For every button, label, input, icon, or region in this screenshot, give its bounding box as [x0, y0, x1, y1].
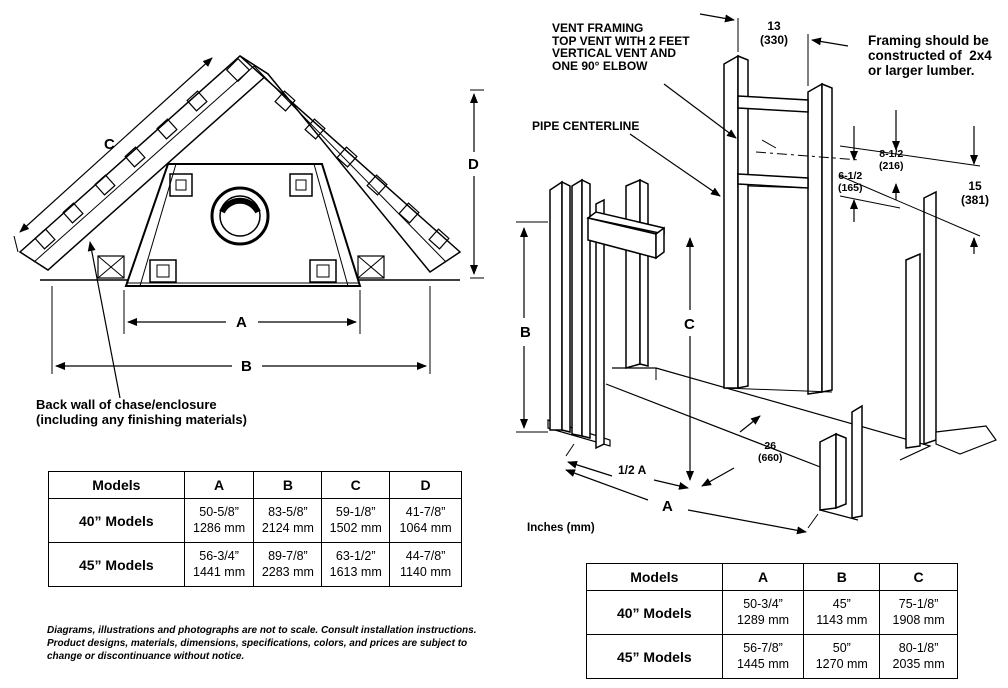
dim-26-label: 26 (660): [758, 440, 783, 465]
table-cell: 50”1270 mm: [803, 634, 881, 679]
inch-value: 50-3/4”: [743, 596, 783, 611]
mm-value: 1143 mm: [816, 612, 868, 627]
table-cell: 75-1/8”1908 mm: [879, 590, 958, 635]
table-cell: 44-7/8”1140 mm: [389, 542, 462, 587]
table-header-cell: A: [183, 471, 255, 499]
model-cell: 40” Models: [48, 498, 185, 543]
mm-value: 2124 mm: [261, 520, 314, 535]
table-cell: 59-1/8”1502 mm: [321, 498, 391, 543]
table-row: 45” Models 56-7/8”1445 mm 50”1270 mm 80-…: [586, 634, 958, 679]
table-header-row: Models A B C: [586, 563, 958, 591]
table-header-cell: Models: [48, 471, 185, 499]
dim-c-label: C: [104, 136, 115, 153]
mm-value: 1502 mm: [329, 520, 382, 535]
table-cell: 80-1/8”2035 mm: [879, 634, 958, 679]
dim-15-label: 15 (381): [961, 179, 990, 207]
inch-value: 50”: [832, 640, 851, 655]
left-dimensions-table: Models A B C D 40” Models 50-5/8”1286 mm…: [48, 471, 462, 587]
inch-value: 80-1/8”: [898, 640, 939, 655]
table-header-cell: C: [321, 471, 391, 499]
inch-value: 45”: [832, 596, 851, 611]
dim-13-label: 13 (330): [760, 19, 789, 47]
mm-value: 1613 mm: [329, 564, 382, 579]
dim-a-label: A: [236, 314, 247, 331]
back-wall-label: Back wall of chase/enclosure (including …: [36, 397, 247, 427]
table-cell: 63-1/2”1613 mm: [321, 542, 391, 587]
mm-value: 1289 mm: [736, 612, 790, 627]
model-cell: 45” Models: [48, 542, 185, 587]
mm-value: 2283 mm: [261, 564, 314, 579]
dim-8-5-label: 8-1/2 (216): [879, 148, 904, 173]
disclaimer-text: Diagrams, illustrations and photographs …: [47, 625, 477, 662]
table-header-cell: Models: [586, 563, 723, 591]
mm-value: 1908 mm: [892, 612, 945, 627]
table-header-cell: B: [253, 471, 323, 499]
right-dimensions-table: Models A B C 40” Models 50-3/4”1289 mm 4…: [586, 563, 958, 679]
mm-value: 1445 mm: [736, 656, 790, 671]
inch-value: 83-5/8”: [268, 504, 308, 519]
vent-framing-label: VENT FRAMING TOP VENT WITH 2 FEET VERTIC…: [552, 21, 690, 73]
inch-value: 50-5/8”: [199, 504, 239, 519]
floor-plate: [612, 367, 932, 461]
table-header-cell: C: [879, 563, 958, 591]
mm-value: 2035 mm: [892, 656, 945, 671]
inch-value: 41-7/8”: [405, 504, 446, 519]
framing-note: Framing should be constructed of 2x4 or …: [868, 33, 992, 78]
dim-half-a-label: 1/2 A: [618, 463, 647, 477]
table-cell: 50-5/8”1286 mm: [183, 498, 255, 543]
table-row: 40” Models 50-5/8”1286 mm 83-5/8”2124 mm…: [48, 498, 462, 543]
dim-b-label: B: [241, 358, 252, 375]
table-cell: 45”1143 mm: [803, 590, 881, 635]
pipe-centerline-label: PIPE CENTERLINE: [532, 119, 640, 133]
table-row: 40” Models 50-3/4”1289 mm 45”1143 mm 75-…: [586, 590, 958, 635]
fireplace-unit: [124, 163, 362, 287]
table-cell: 89-7/8”2283 mm: [253, 542, 323, 587]
dim-6-5-label: 6-1/2 (165): [838, 170, 863, 195]
dim-b-framing-label: B: [520, 324, 531, 341]
inch-value: 89-7/8”: [268, 548, 308, 563]
table-header-cell: A: [721, 563, 805, 591]
floor-extension: [935, 425, 997, 455]
table-cell: 41-7/8”1064 mm: [389, 498, 462, 543]
dim-a-framing-label: A: [662, 498, 673, 515]
model-cell: 40” Models: [586, 590, 723, 635]
table-header-cell: B: [803, 563, 881, 591]
model-cell: 45” Models: [586, 634, 723, 679]
units-label: Inches (mm): [527, 522, 595, 534]
mm-value: 1286 mm: [193, 520, 246, 535]
table-cell: 83-5/8”2124 mm: [253, 498, 323, 543]
mm-value: 1064 mm: [399, 520, 452, 535]
dim-c-framing-label: C: [684, 316, 695, 333]
mm-value: 1140 mm: [399, 564, 452, 579]
inch-value: 56-7/8”: [743, 640, 783, 655]
table-header-cell: D: [389, 471, 462, 499]
table-cell: 56-7/8”1445 mm: [721, 634, 805, 679]
mm-value: 1441 mm: [193, 564, 246, 579]
dim-d-label: D: [468, 156, 479, 173]
corner-plan-diagram: [13, 55, 484, 399]
inch-value: 59-1/8”: [335, 504, 376, 519]
table-cell: 50-3/4”1289 mm: [721, 590, 805, 635]
table-header-row: Models A B C D: [48, 471, 462, 499]
inch-value: 44-7/8”: [405, 548, 446, 563]
inch-value: 63-1/2”: [335, 548, 376, 563]
framing-isometric-diagram: [547, 54, 997, 521]
inch-value: 56-3/4”: [199, 548, 239, 563]
inch-value: 75-1/8”: [898, 596, 939, 611]
table-row: 45” Models 56-3/4”1441 mm 89-7/8”2283 mm…: [48, 542, 462, 587]
mm-value: 1270 mm: [815, 656, 868, 671]
table-cell: 56-3/4”1441 mm: [183, 542, 255, 587]
